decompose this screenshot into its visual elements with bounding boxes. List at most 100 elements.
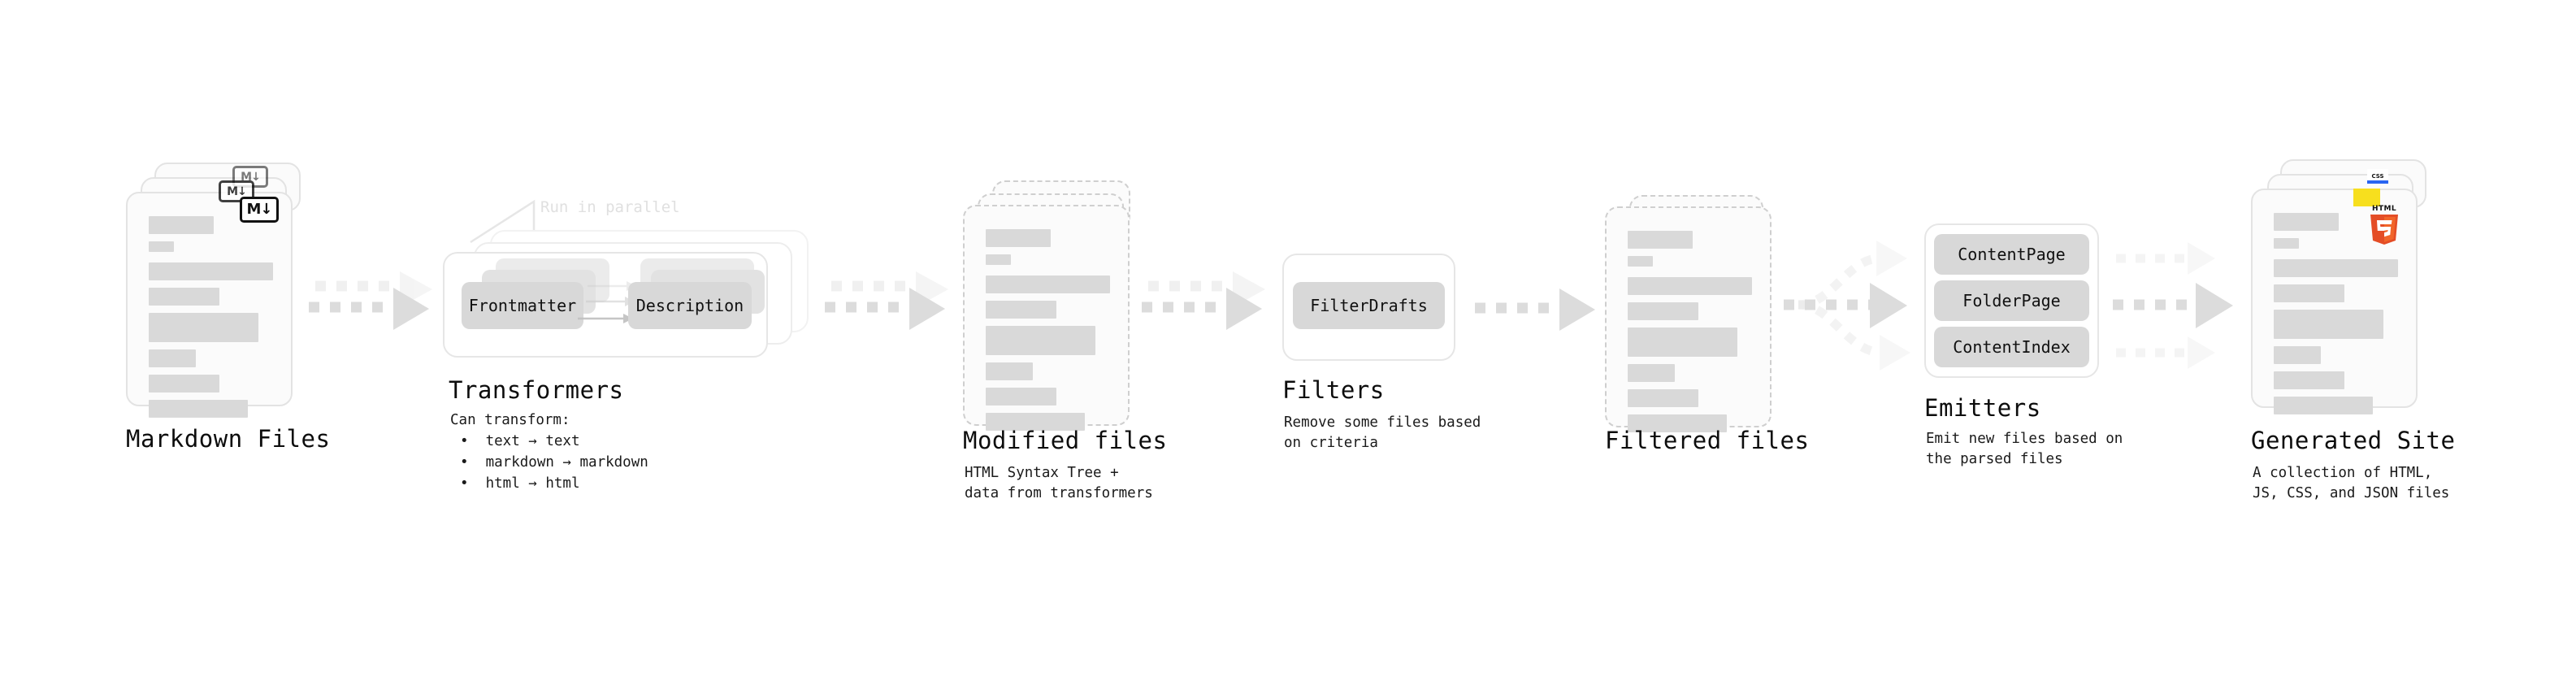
stage-generated-site: CSS HTML — [2251, 159, 2426, 414]
card-front — [2251, 189, 2418, 414]
filter-filterdrafts[interactable]: FilterDrafts — [1293, 282, 1445, 329]
stage-title-transformers: Transformers — [449, 376, 624, 404]
pill-label: ContentPage — [1958, 245, 2066, 264]
content-bar — [149, 262, 273, 280]
stage-title-generated-site: Generated Site — [2251, 427, 2456, 454]
md-letter: M — [246, 201, 261, 218]
content-bar — [986, 362, 1034, 380]
annotation-run-in-parallel: Run in parallel — [540, 198, 680, 216]
content-bar — [986, 301, 1057, 319]
content-bar — [149, 349, 197, 367]
arrow-markdown-to-transformers — [309, 271, 432, 330]
pill-label: FolderPage — [1962, 291, 2061, 310]
svg-text:HTML: HTML — [2372, 205, 2396, 213]
content-bar — [2274, 238, 2299, 249]
generated-site-subtitle: A collection of HTML, JS, CSS, and JSON … — [2253, 465, 2450, 501]
markdown-badge: M↓ — [240, 197, 279, 223]
card-content — [1628, 231, 1752, 440]
content-bar — [2274, 213, 2339, 231]
parallel-leader-line — [470, 199, 536, 244]
md-arrow: ↓ — [260, 201, 272, 218]
filtered-card-stack — [1605, 195, 1780, 432]
stage-title-filters: Filters — [1282, 376, 1385, 404]
content-bar — [149, 216, 214, 234]
css-underline — [2367, 180, 2388, 184]
stage-title-markdown-files: Markdown Files — [126, 425, 331, 453]
content-bar — [986, 388, 1057, 406]
content-bar — [986, 254, 1011, 265]
css-badge: CSS — [2367, 169, 2388, 184]
md-arrow: ↓ — [237, 184, 247, 198]
markdown-badge-back-1: M↓ — [219, 180, 254, 202]
card-front — [1605, 206, 1772, 432]
pill-label: Frontmatter — [468, 296, 577, 315]
content-bar — [149, 400, 249, 418]
arrow-filtered-to-emitters — [1784, 241, 1910, 371]
stage-title-modified-files: Modified files — [963, 427, 1168, 454]
transformers-bullet-2: • html → html — [460, 475, 580, 492]
content-bar — [1628, 302, 1699, 320]
transformers-bullet-0: • text → text — [460, 433, 580, 449]
markdown-card-stack: M↓ M↓ M↓ — [126, 163, 301, 418]
arrow-emitters-to-site — [2113, 242, 2233, 369]
content-bar — [149, 375, 220, 393]
stage-markdown-files: M↓ M↓ M↓ — [126, 163, 301, 418]
bullet-text: html → html — [485, 475, 580, 492]
card-front — [963, 205, 1130, 431]
js-badge — [2353, 189, 2380, 206]
content-bar — [1628, 256, 1653, 267]
content-bar — [2274, 310, 2383, 339]
transformers-bullet-1: • markdown → markdown — [460, 454, 648, 471]
content-bar — [149, 241, 174, 252]
content-bar — [2274, 259, 2398, 277]
emitters-subtitle: Emit new files based on the parsed files — [1926, 431, 2123, 467]
md-arrow: ↓ — [251, 170, 261, 184]
arrow-transformers-to-modified — [825, 271, 948, 330]
bullet-text: markdown → markdown — [485, 454, 648, 471]
transformer-frontmatter[interactable]: Frontmatter — [462, 282, 583, 329]
html5-badge: HTML — [2365, 202, 2404, 247]
content-bar — [2274, 284, 2345, 302]
md-letter: M — [241, 170, 252, 184]
content-bar — [986, 275, 1110, 293]
content-bar — [986, 413, 1086, 431]
content-bar — [1628, 231, 1693, 249]
content-bar — [2274, 371, 2345, 389]
arrow-filters-to-filtered — [1475, 288, 1595, 331]
transformer-description[interactable]: Description — [628, 282, 752, 329]
stage-modified-files — [963, 180, 1138, 431]
content-bar — [2274, 346, 2322, 364]
emitter-contentpage[interactable]: ContentPage — [1934, 234, 2089, 275]
content-bar — [149, 313, 258, 342]
site-card-stack: CSS HTML — [2251, 159, 2426, 414]
stage-title-emitters: Emitters — [1924, 394, 2041, 422]
content-bar — [149, 288, 220, 306]
pill-label: ContentIndex — [1953, 337, 2071, 357]
content-bar — [1628, 414, 1728, 432]
bullet-text: text → text — [485, 433, 580, 449]
pill-label: FilterDrafts — [1310, 296, 1428, 315]
html5-shield-icon: HTML — [2370, 205, 2398, 245]
stage-filtered-files — [1605, 195, 1780, 432]
pill-label: Description — [635, 296, 744, 315]
card-content — [2274, 213, 2398, 422]
emitter-contentindex[interactable]: ContentIndex — [1934, 327, 2089, 367]
md-letter: M — [227, 184, 238, 198]
content-bar — [1628, 364, 1676, 382]
emitter-folderpage[interactable]: FolderPage — [1934, 280, 2089, 321]
arrow-modified-to-filters — [1142, 271, 1265, 330]
css-label: CSS — [2371, 173, 2384, 180]
card-content — [986, 229, 1110, 438]
modified-card-stack — [963, 180, 1138, 431]
card-front — [126, 192, 293, 418]
content-bar — [1628, 327, 1737, 357]
filters-subtitle: Remove some files based on criteria — [1284, 414, 1481, 451]
content-bar — [2274, 397, 2374, 414]
content-bar — [986, 326, 1095, 355]
stage-title-filtered-files: Filtered files — [1605, 427, 1810, 454]
content-bar — [1628, 277, 1752, 295]
modified-files-subtitle: HTML Syntax Tree + data from transformer… — [965, 465, 1153, 501]
card-content — [149, 216, 273, 425]
content-bar — [986, 229, 1051, 247]
